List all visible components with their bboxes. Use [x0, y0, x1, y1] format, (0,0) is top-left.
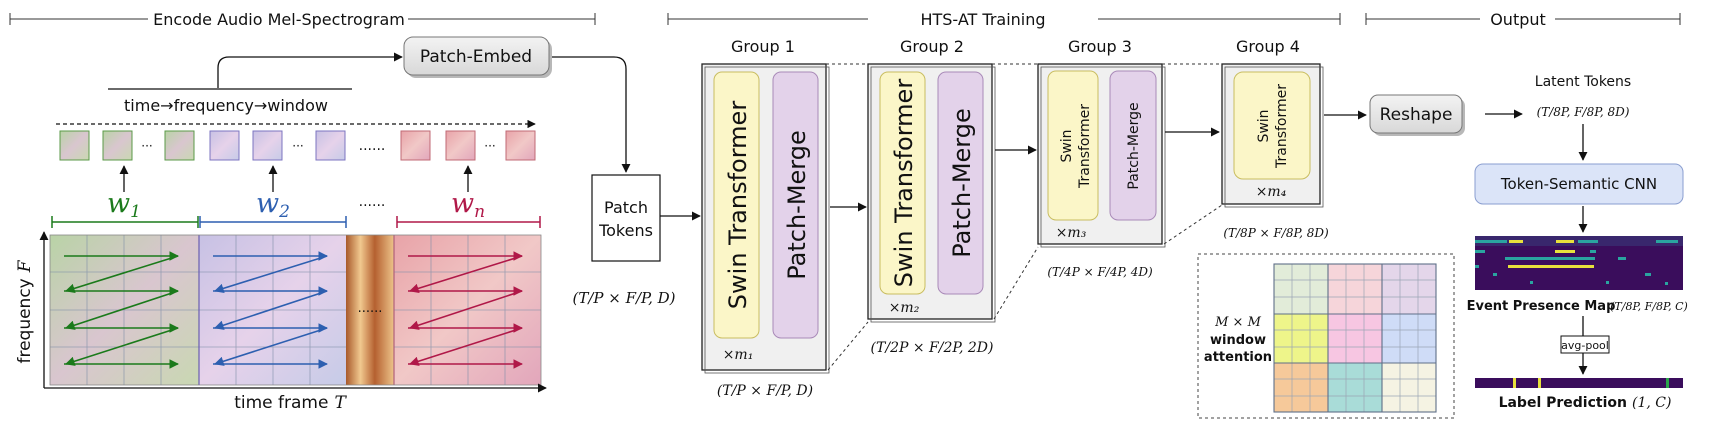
token-thumb: [315, 130, 346, 161]
section-training-bracket: HTS-AT Training: [667, 10, 1341, 29]
token-semantic-cnn-label: Token-Semantic CNN: [1500, 175, 1657, 193]
window-brackets: [51, 216, 541, 228]
spectrogram-middle: [346, 235, 394, 385]
group-1-merge-label: Patch-Merge: [783, 130, 811, 280]
scan-path-wn: [408, 251, 523, 369]
dashed-g2-g3-bottom: [993, 246, 1039, 320]
group-4-shape: (T/8P × F/8P, 8D): [1223, 226, 1329, 240]
group-3-swin-label-2: Transformer: [1077, 104, 1093, 189]
group-2: Group 2 Swin Transformer Patch-Merge ×m₂…: [867, 37, 996, 356]
group-1-multiplier: ×m₁: [723, 347, 754, 363]
group-3: Group 3 Swin Transformer Patch-Merge ×m₃…: [1037, 37, 1166, 279]
arrow-to-patch-tokens: [552, 56, 631, 173]
token-semantic-cnn-box: [1474, 163, 1684, 205]
group-3-swin-label-1: Swin: [1059, 129, 1075, 162]
section-training-title: HTS-AT Training: [920, 10, 1045, 29]
group-2-title: Group 2: [900, 37, 964, 56]
latent-tokens-shape: (T/8P, F/8P, 8D): [1537, 105, 1630, 119]
group-4-multiplier: ×m₄: [1256, 184, 1287, 200]
group-4-swin-block: [1233, 71, 1311, 180]
window-ellipsis: ......: [359, 194, 386, 210]
group-2-shape: (T/2P × F/2P, 2D): [871, 340, 994, 356]
event-presence-map-shape: (T/8P, F/8P, C): [1610, 300, 1688, 313]
group-3-multiplier: ×m₃: [1056, 225, 1087, 241]
patch-tokens-line2: Tokens: [598, 221, 653, 240]
group-1-merge-block: [772, 71, 819, 339]
window-wn-label: wn: [451, 188, 485, 222]
mel-spectrogram: ......: [49, 234, 542, 386]
window-attention-mm: M × M: [1214, 315, 1261, 330]
scan-path-w2: [213, 251, 328, 369]
section-encode-bracket: Encode Audio Mel-Spectrogram: [9, 10, 596, 29]
group-1-swin-label: Swin Transformer: [724, 101, 752, 310]
group-3-title: Group 3: [1068, 37, 1132, 56]
thumb-dots: ···: [292, 139, 303, 153]
window-attention-inset: M × M window attention: [1197, 253, 1455, 419]
group-3-merge-block: [1109, 70, 1157, 221]
thumb-ellipsis: ......: [359, 138, 386, 154]
label-prediction: Label Prediction(1, C): [1499, 395, 1672, 411]
group-2-merge-block: [937, 71, 984, 295]
window-attention-line1: window: [1210, 333, 1266, 348]
latent-tokens-label: Latent Tokens: [1535, 74, 1631, 90]
patch-tokens-box: [591, 174, 661, 262]
token-thumb: [164, 130, 195, 161]
dashed-g3-g4-bottom: [1163, 204, 1223, 245]
token-thumb: [400, 130, 431, 161]
group-4-swin-label-2: Transformer: [1274, 84, 1290, 169]
dashed-g1-g2-bottom: [827, 321, 869, 371]
token-thumbnails: ··· ··· ...... ···: [59, 130, 536, 161]
reshape-box: [1369, 94, 1463, 134]
group-3-shape: (T/4P × F/4P, 4D): [1047, 265, 1153, 279]
token-thumb: [252, 130, 283, 161]
patch-tokens-shape: (T/P × F/P, D): [572, 289, 675, 307]
group-1: Group 1 Swin Transformer Patch-Merge ×m₁…: [701, 37, 830, 399]
window-attention-line2: attention: [1204, 350, 1272, 365]
group-2-swin-block: [879, 71, 926, 295]
token-thumb: [102, 130, 133, 161]
token-thumb: [209, 130, 240, 161]
section-output-bracket: Output: [1365, 10, 1681, 29]
y-axis-label: frequencyF: [15, 259, 35, 363]
group-1-swin-block: [713, 71, 760, 339]
scan-path-w1: [64, 251, 179, 369]
group-2-swin-label: Swin Transformer: [890, 79, 918, 288]
group-1-title: Group 1: [731, 37, 795, 56]
group-2-merge-label: Patch-Merge: [948, 108, 976, 258]
section-output-title: Output: [1490, 10, 1546, 29]
event-presence-map-label: Event Presence Map: [1467, 299, 1616, 314]
patch-tokens-line1: Patch: [604, 198, 648, 217]
token-thumb: [59, 130, 90, 161]
group-4-swin-label-1: Swin: [1256, 109, 1272, 142]
order-label: time→frequency→window: [124, 96, 328, 115]
group-4: Group 4 Swin Transformer ×m₄ (T/8P × F/8…: [1221, 37, 1329, 240]
thumb-dots: ···: [484, 139, 495, 153]
patch-embed-box: [403, 36, 550, 76]
avg-pool-box: [1560, 335, 1610, 354]
section-encode-title: Encode Audio Mel-Spectrogram: [153, 10, 405, 29]
token-thumb: [505, 130, 536, 161]
window-w2-label: w2: [256, 188, 290, 222]
avg-pool-label: avg-pool: [1561, 339, 1609, 352]
arrow-to-patch-embed: [217, 52, 403, 88]
patch-embed-label: Patch-Embed: [420, 47, 532, 67]
group-3-merge-label: Patch-Merge: [1126, 102, 1142, 189]
event-presence-heatmap: [1475, 236, 1683, 290]
group-4-title: Group 4: [1236, 37, 1300, 56]
window-w1-label: w1: [107, 188, 141, 222]
label-prediction-bar: [1475, 378, 1683, 388]
token-thumb: [445, 130, 476, 161]
spectrogram-dots: ......: [358, 301, 383, 316]
group-3-swin-block: [1047, 70, 1099, 221]
reshape-label: Reshape: [1380, 105, 1453, 125]
thumb-dots: ···: [141, 139, 152, 153]
group-1-shape: (T/P × F/P, D): [717, 383, 813, 399]
group-2-multiplier: ×m₂: [889, 300, 920, 316]
